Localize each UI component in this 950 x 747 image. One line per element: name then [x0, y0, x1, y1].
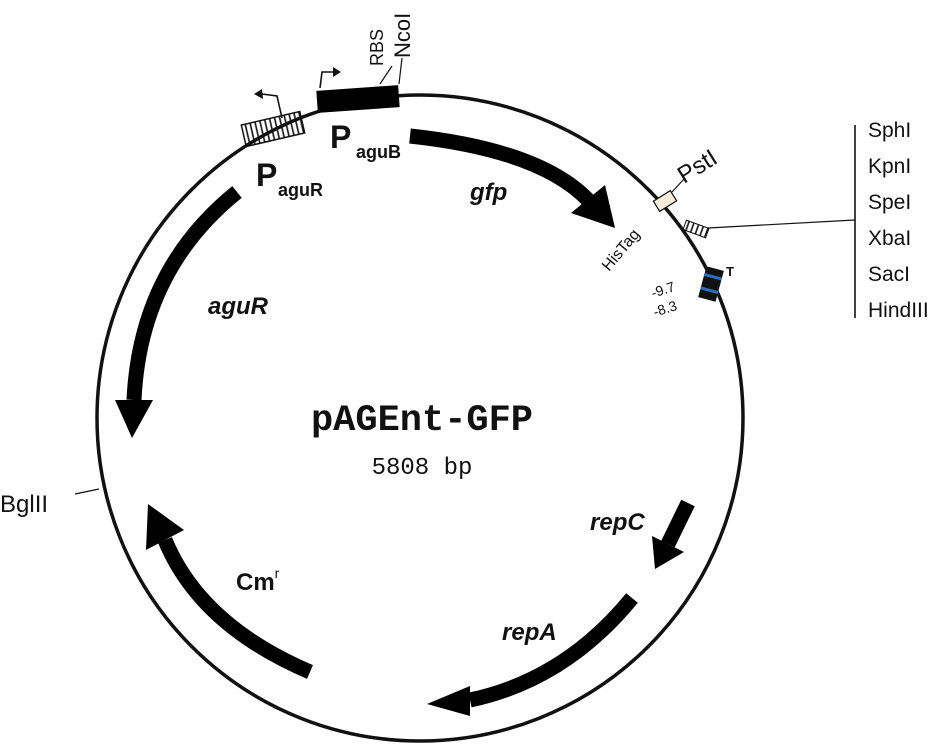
paguB-promoter-box [316, 85, 400, 113]
paguB-start-arrow-icon [319, 67, 341, 89]
paguR-p: P [256, 157, 277, 193]
pstI-tick [671, 177, 686, 193]
paguB-sub: aguB [356, 142, 401, 162]
gfp-arrow [409, 128, 615, 228]
mcs-box [682, 219, 710, 239]
paguB-p: P [330, 119, 351, 155]
paguR-sub: aguR [278, 180, 323, 200]
cm-label: Cmr [236, 565, 280, 596]
gfp-label: gfp [469, 179, 507, 206]
plasmid-size: 5808 bp [372, 455, 473, 482]
rbs-label: RBS [367, 29, 387, 66]
ncoI-tick [398, 57, 403, 85]
paguR-start-arrow-icon [254, 89, 283, 119]
mcs-site: XbaI [868, 227, 911, 250]
repC-arrow [652, 499, 695, 569]
terminator-value-2: -8.3 [651, 297, 679, 320]
aguR-arrow [115, 186, 242, 438]
mcs-site: KpnI [868, 155, 911, 178]
aguR-label: aguR [208, 293, 269, 320]
mcs-site: SpeI [868, 191, 911, 214]
histag-label: HisTag [599, 226, 643, 274]
terminator-value-1: -9.7 [649, 278, 677, 301]
bglII-label: BglII [0, 491, 48, 518]
mcs-connector [707, 219, 856, 229]
paguR-promoter-box [240, 110, 306, 148]
terminator-label: T [726, 264, 734, 279]
bglII-tick [74, 488, 100, 495]
repA-label: repA [502, 619, 557, 646]
terminator-icon [698, 266, 724, 302]
repC-label: repC [590, 509, 645, 536]
ncoI-label: NcoI [390, 13, 415, 58]
plasmid-name: pAGEnt-GFP [311, 400, 533, 442]
rbs-tick [379, 65, 393, 85]
plasmid-backbone [95, 93, 745, 743]
mcs-site: SphI [868, 119, 911, 142]
repA-arrow [427, 593, 638, 716]
mcs-site: HindIII [868, 299, 929, 322]
cm-arrow [146, 504, 313, 679]
histag-box [652, 189, 678, 213]
mcs-site: SacI [868, 263, 910, 286]
